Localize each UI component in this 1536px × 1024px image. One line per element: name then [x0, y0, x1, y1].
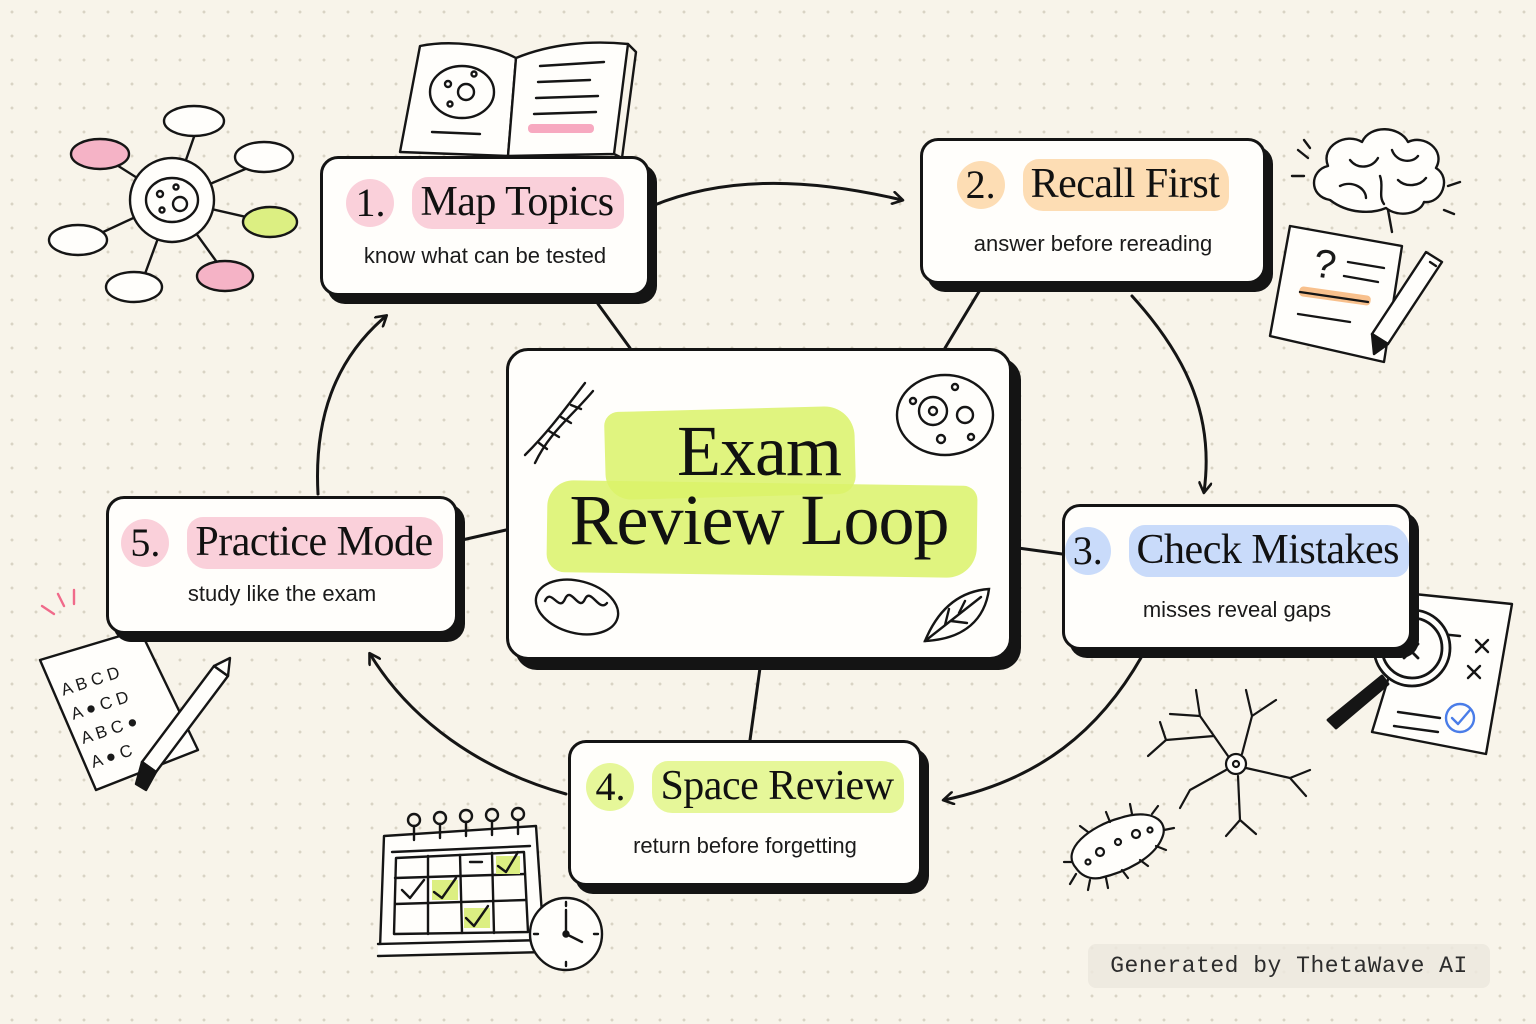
step-number: 3.	[1065, 527, 1111, 576]
step-title: Space Review	[652, 761, 904, 814]
step-title: Map Topics	[412, 177, 624, 230]
clock-icon	[528, 896, 604, 972]
step-title: Practice Mode	[187, 517, 443, 570]
mind-map-icon	[47, 104, 299, 304]
center-title: Exam Review Loop	[509, 411, 1009, 561]
question-note-icon: ?	[1268, 224, 1404, 364]
pencil-icon	[134, 656, 232, 792]
step-card-map-topics: 1. Map Topics know what can be tested	[320, 156, 650, 296]
step-title: Recall First	[1022, 159, 1230, 212]
answer-row-2: A ● C D	[69, 687, 131, 723]
mitochondria-icon	[534, 578, 620, 636]
answer-row-4: A ● C	[88, 741, 134, 772]
step-subtitle: know what can be tested	[363, 243, 607, 268]
center-connectors	[460, 288, 1064, 742]
step-number: 2.	[956, 161, 1005, 210]
brain-icon	[1290, 128, 1462, 234]
dna-icon	[523, 381, 595, 465]
step-card-space-review: 4. Space Review return before forgetting	[568, 740, 922, 886]
center-title-line-2: Review Loop	[569, 480, 950, 561]
step-subtitle: answer before rereading	[973, 231, 1213, 256]
open-book-icon	[398, 41, 638, 160]
arrow-2-to-3	[1130, 294, 1206, 492]
leaf-icon	[923, 587, 991, 643]
cell-icon	[895, 373, 995, 457]
arrow-5-to-1	[316, 316, 386, 496]
center-card: Exam Review Loop	[506, 348, 1012, 660]
answer-row-1: A B C D	[59, 663, 122, 700]
center-title-line-1: Exam	[677, 411, 842, 491]
answer-row-3: A B C ●	[79, 712, 141, 748]
neuron-icon	[1146, 688, 1312, 838]
step-number: 4.	[586, 763, 635, 812]
watermark: Generated by ThetaWave AI	[1088, 944, 1490, 988]
center-icons	[523, 373, 995, 643]
step-subtitle: return before forgetting	[633, 833, 857, 858]
arrow-4-to-5	[370, 654, 568, 796]
pencil-icon	[1370, 250, 1444, 356]
step-number: 5.	[121, 519, 170, 568]
step-number: 1.	[346, 179, 395, 228]
bacterium-icon	[1062, 802, 1176, 892]
step-subtitle: misses reveal gaps	[1142, 597, 1332, 622]
arrow-3-to-4	[944, 654, 1144, 800]
arrow-1-to-2	[650, 181, 902, 208]
calendar-icon	[376, 806, 548, 958]
step-subtitle: study like the exam	[187, 581, 377, 606]
step-card-recall-first: 2. Recall First answer before rereading	[920, 138, 1266, 284]
loop-arrows	[316, 181, 1207, 800]
step-card-practice-mode: 5. Practice Mode study like the exam	[106, 496, 458, 634]
step-card-check-mistakes: 3. Check Mistakes misses reveal gaps	[1062, 504, 1412, 650]
step-title: Check Mistakes	[1128, 525, 1409, 578]
